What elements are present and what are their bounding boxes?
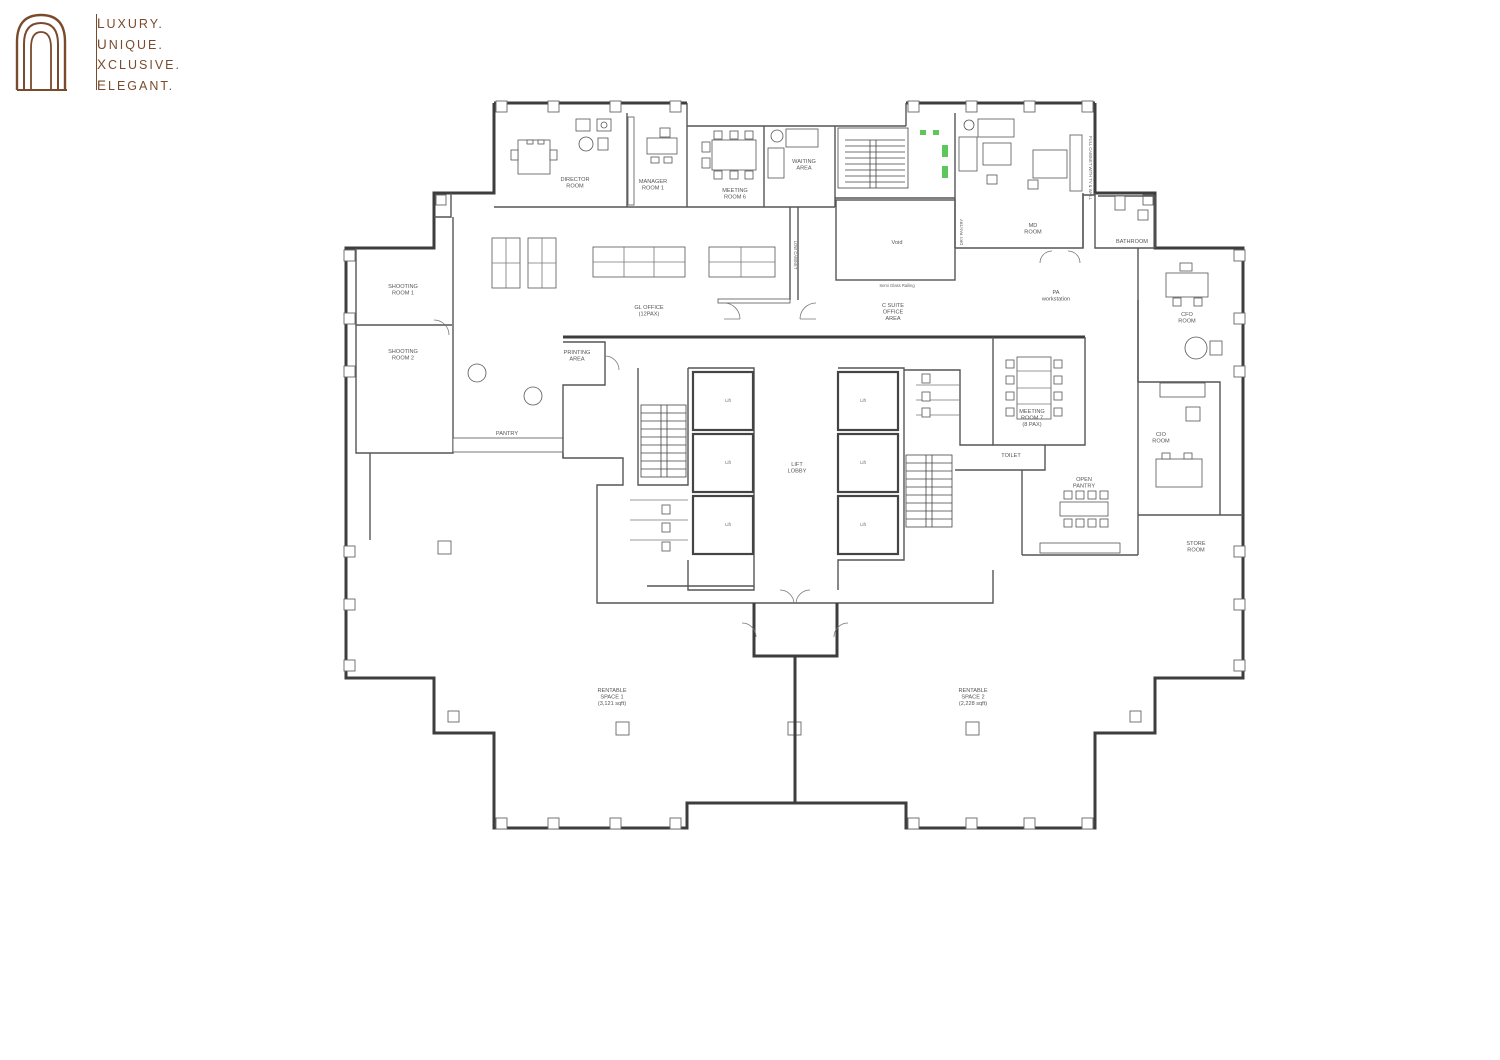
label-bathroom: BATHROOM <box>1116 239 1148 245</box>
core-staircases <box>640 404 953 528</box>
bathroom-fixtures <box>1098 195 1156 248</box>
label-gl-office: GL OFFICE(12PAX) <box>634 305 664 318</box>
label-full-cabinet: FULL CABINET WITH TV & WALL <box>1088 136 1093 201</box>
brand-line-unique: UNIQUE. <box>97 36 164 52</box>
waiting-area-furniture <box>767 128 819 179</box>
md-room-furniture <box>958 118 1083 192</box>
void-area <box>835 199 956 281</box>
shooting-room-walls <box>355 217 454 454</box>
label-pantry: PANTRY <box>496 431 518 437</box>
director-room-furniture <box>510 118 612 175</box>
label-lift-1: Lift <box>725 398 731 403</box>
brand-divider <box>96 14 97 90</box>
label-dry-pantry: DRY PANTRY <box>959 219 964 246</box>
manager-room-furniture <box>627 116 678 206</box>
open-pantry-furniture <box>1039 490 1121 554</box>
lifts <box>691 370 900 556</box>
label-lift-4: Lift <box>860 398 866 403</box>
label-semi-glass-railing: Semi Glass Railing <box>879 283 915 288</box>
label-low-cabinet: LOW CABINET <box>793 241 798 270</box>
arch-logo-icon <box>15 13 67 91</box>
label-toilet: TOILET <box>1001 453 1021 459</box>
perimeter-columns <box>343 100 1246 830</box>
core-toilets <box>630 373 960 552</box>
label-void: Void <box>892 240 903 246</box>
brand-line-xclusive: XCLUSIVE. <box>97 57 181 72</box>
entrance-vestibule <box>752 603 839 803</box>
central-core-walls <box>369 248 1243 604</box>
door-swings <box>433 250 1081 638</box>
pantry-tables <box>452 363 564 453</box>
cfo-cio-furniture <box>1155 262 1223 488</box>
north-wall-mid-return <box>686 103 907 126</box>
label-lift-2: Lift <box>725 460 731 465</box>
meeting-room-7-furniture <box>1005 356 1063 420</box>
label-lift-3: Lift <box>725 522 731 527</box>
brand-line-elegant: ELEGANT. <box>97 77 175 93</box>
brand-line-luxury: LUXURY. <box>97 16 164 31</box>
label-lift-5: Lift <box>860 460 866 465</box>
meeting-room-6-furniture <box>701 130 757 180</box>
label-lift-6: Lift <box>860 522 866 527</box>
brand-logo: LUXURY. UNIQUE. XCLUSIVE. ELEGANT. <box>14 12 214 93</box>
gl-office-workstations <box>491 237 791 304</box>
north-staircase <box>837 127 948 189</box>
